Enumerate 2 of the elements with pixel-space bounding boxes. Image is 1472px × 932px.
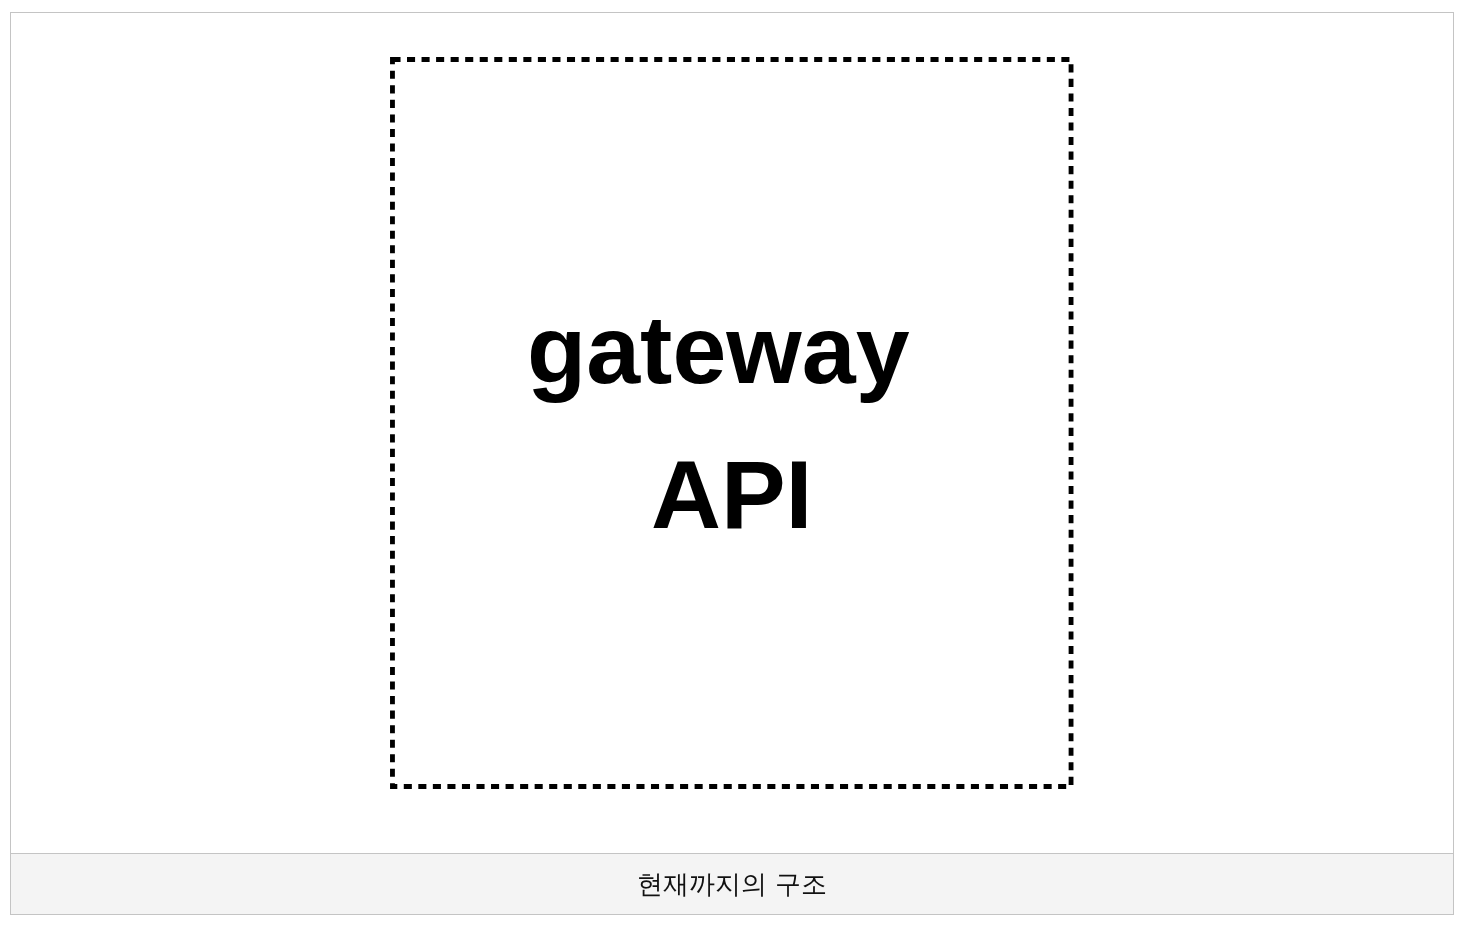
node-box: gateway API xyxy=(390,57,1074,789)
caption: 현재까지의 구조 xyxy=(636,867,828,901)
